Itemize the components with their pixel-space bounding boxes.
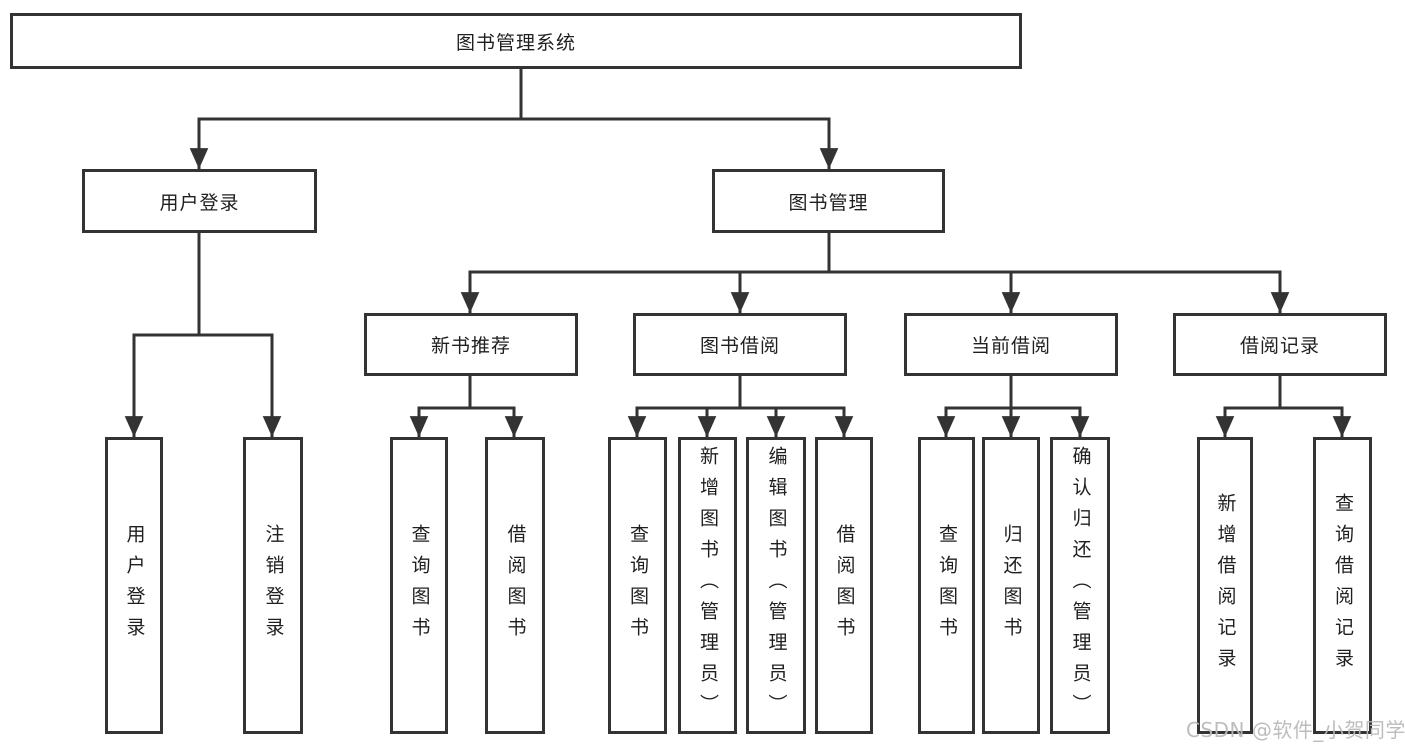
leaf-edit-books-admin-label: 编辑图书（管理员）	[765, 446, 788, 725]
leaf-query-borrow-record-label: 查询借阅记录	[1332, 492, 1354, 679]
leaf-return-books: 归还图书	[982, 437, 1040, 734]
leaf-user-login: 用户登录	[105, 437, 163, 734]
node-book-borrow: 图书借阅	[633, 313, 847, 376]
leaf-logout-label: 注销登录	[262, 523, 285, 648]
leaf-add-books-admin-label: 新增图书（管理员）	[697, 446, 719, 725]
node-root-library-system: 图书管理系统	[10, 13, 1022, 69]
csdn-watermark: CSDN @软件_小贺同学	[1186, 718, 1405, 742]
node-book-management: 图书管理	[712, 169, 945, 233]
node-user-login: 用户登录	[82, 169, 317, 233]
leaf-borrow-query-books-label: 查询图书	[627, 523, 649, 648]
leaf-user-login-label: 用户登录	[123, 523, 146, 648]
leaf-current-query-books-label: 查询图书	[936, 523, 958, 648]
leaf-borrow-books: 借阅图书	[815, 437, 873, 734]
leaf-query-borrow-record: 查询借阅记录	[1313, 437, 1372, 734]
leaf-add-borrow-record-label: 新增借阅记录	[1214, 492, 1237, 679]
leaf-return-books-label: 归还图书	[1000, 523, 1023, 648]
leaf-add-borrow-record: 新增借阅记录	[1197, 437, 1253, 734]
leaf-confirm-return-admin: 确认归还（管理员）	[1050, 437, 1110, 734]
leaf-edit-books-admin: 编辑图书（管理员）	[746, 437, 806, 734]
leaf-logout: 注销登录	[243, 437, 303, 734]
node-current-borrow: 当前借阅	[904, 313, 1118, 376]
leaf-borrow-books-label: 借阅图书	[833, 523, 856, 648]
leaf-newbook-borrow-books-label: 借阅图书	[504, 523, 527, 648]
leaf-newbook-query-books: 查询图书	[390, 437, 448, 734]
node-borrow-records: 借阅记录	[1173, 313, 1387, 376]
leaf-confirm-return-admin-label: 确认归还（管理员）	[1069, 446, 1092, 725]
leaf-newbook-query-books-label: 查询图书	[408, 523, 431, 648]
leaf-newbook-borrow-books: 借阅图书	[485, 437, 545, 734]
leaf-add-books-admin: 新增图书（管理员）	[678, 437, 737, 734]
leaf-current-query-books: 查询图书	[918, 437, 975, 734]
node-new-book-recommend: 新书推荐	[364, 313, 578, 376]
leaf-borrow-query-books: 查询图书	[608, 437, 667, 734]
